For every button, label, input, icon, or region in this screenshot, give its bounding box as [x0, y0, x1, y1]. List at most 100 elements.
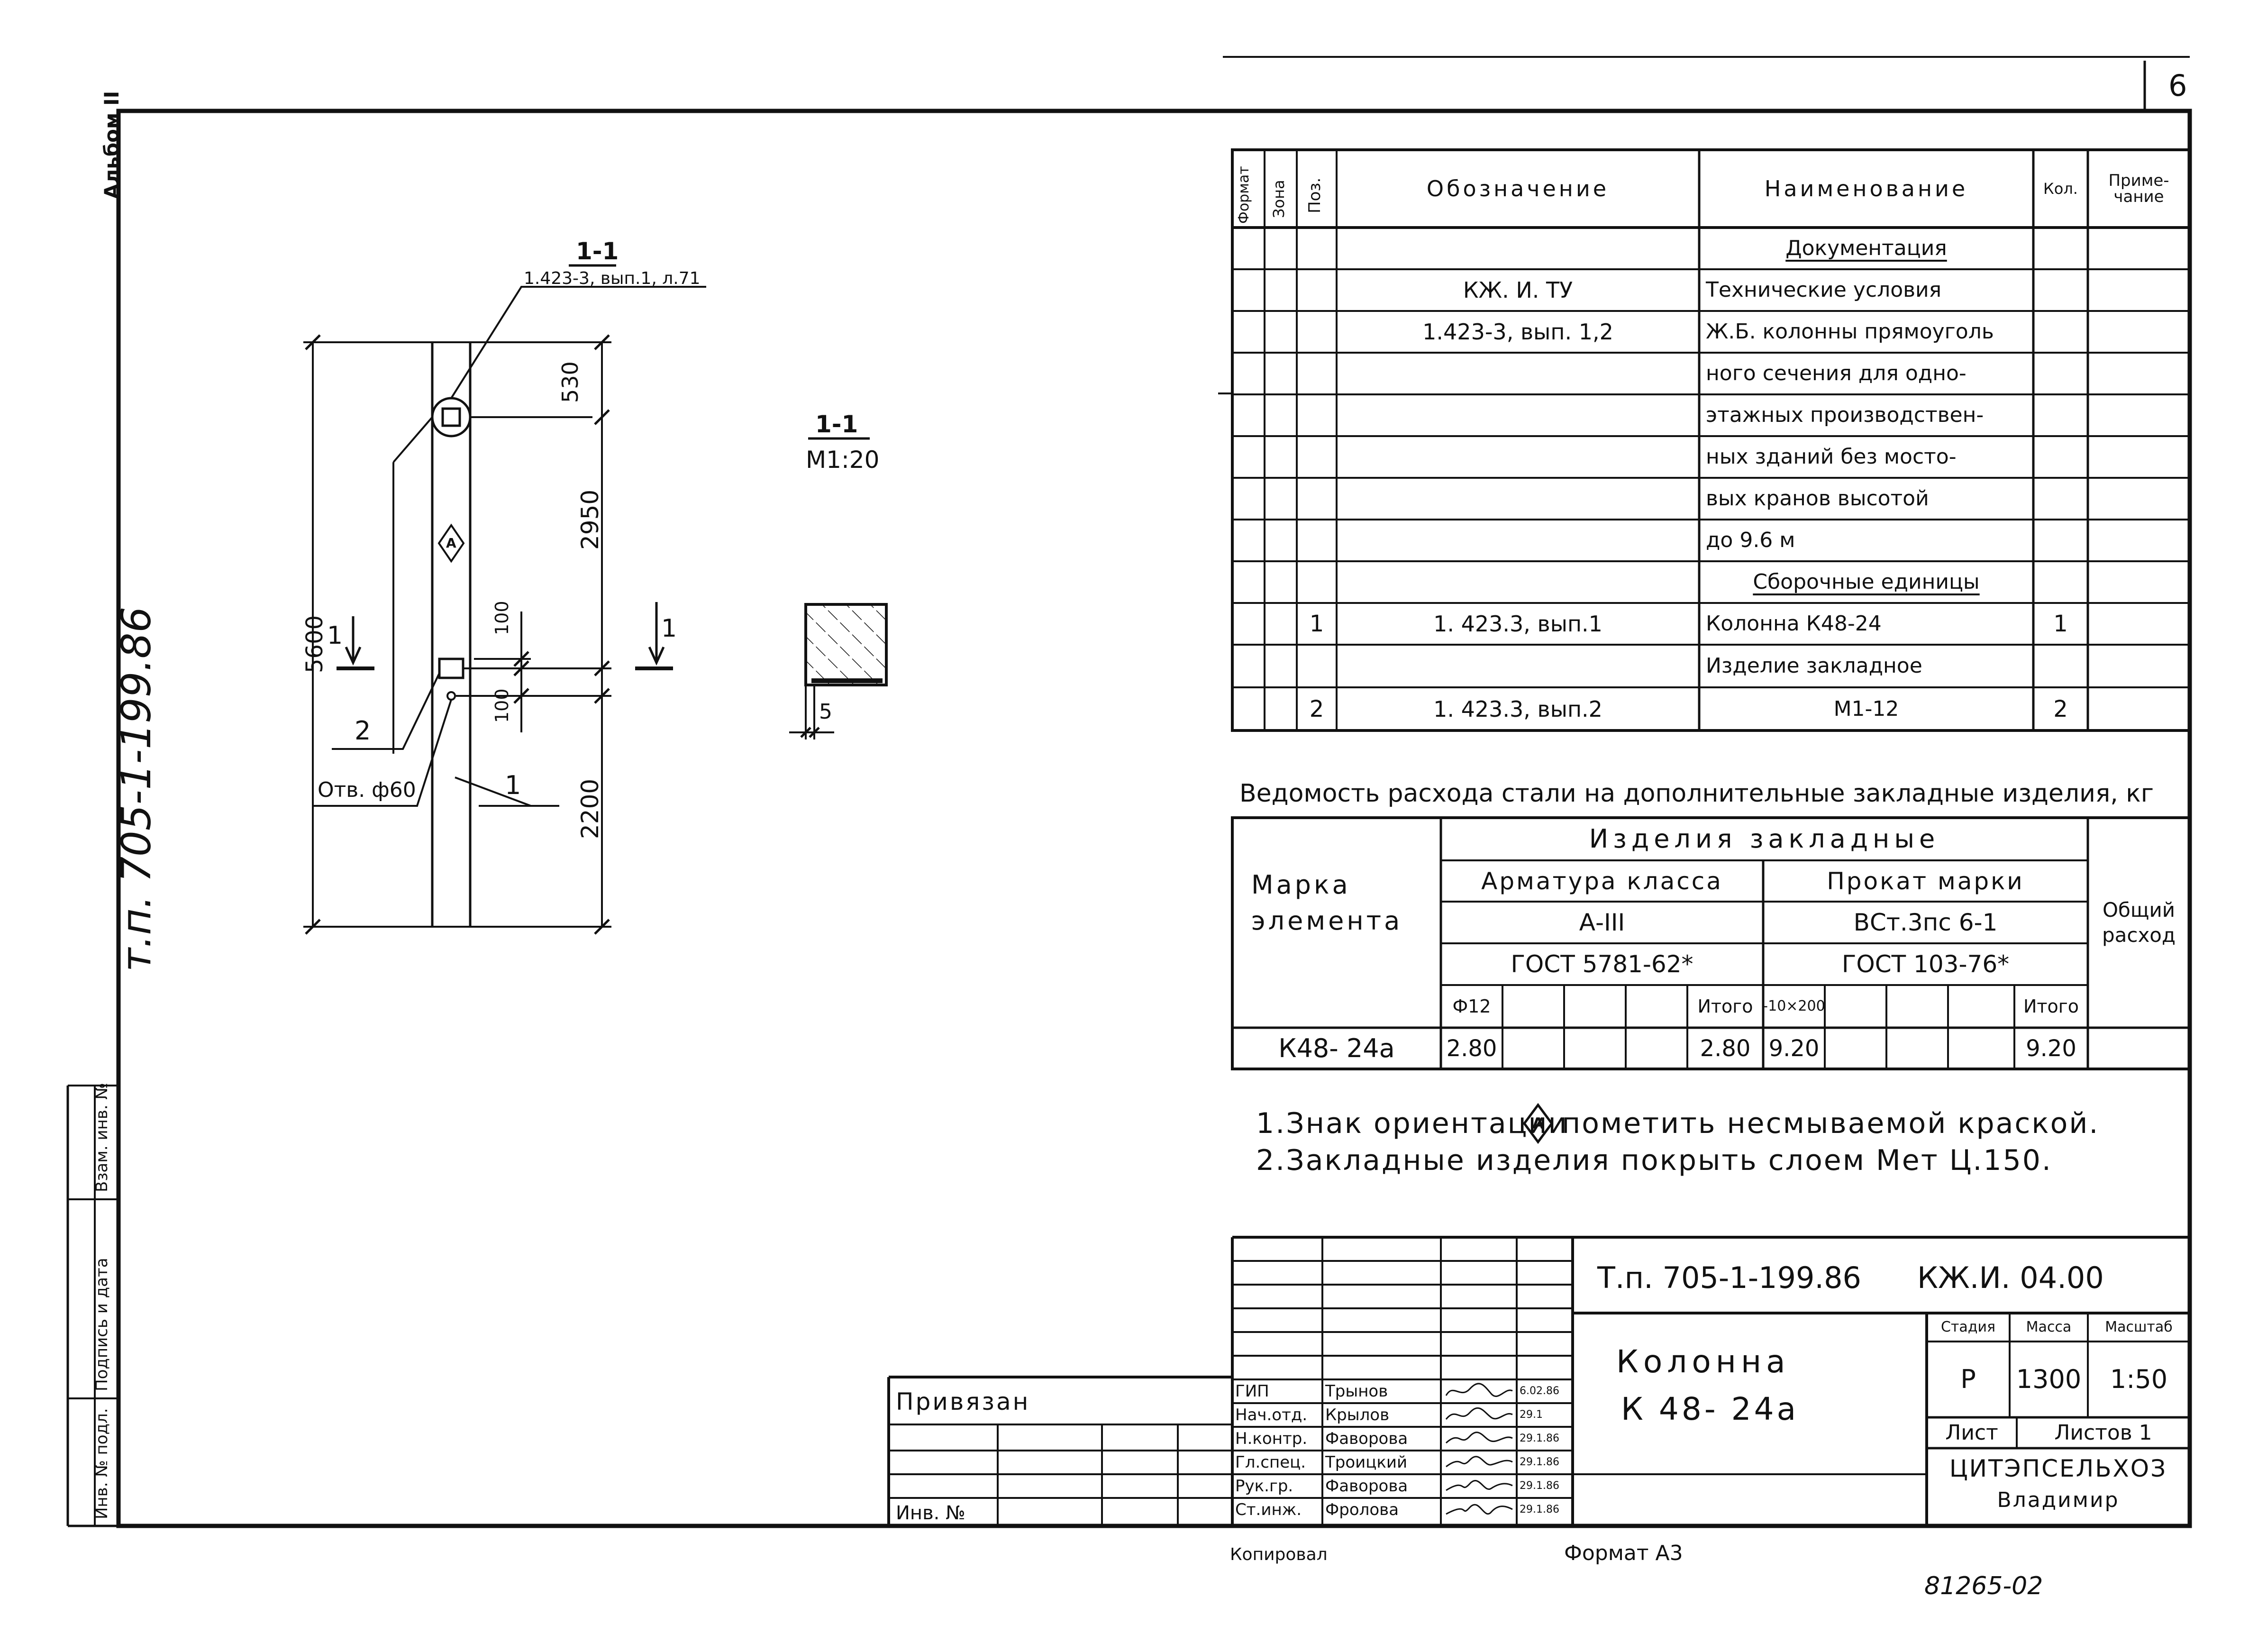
rebar-gost: ГОСТ 5781-62*: [1511, 950, 1693, 978]
rolled-sub-header: [1825, 985, 1886, 1028]
spec-row-name: Технические условия: [1706, 278, 1942, 302]
spec-row-designation: 1. 423.3, вып.1: [1433, 611, 1602, 637]
signature-icon: [1445, 1432, 1513, 1444]
rebar-sub-header: Итого: [1697, 996, 1753, 1017]
rebar-sub-header: [1564, 985, 1626, 1028]
spec-row-qty: [2033, 353, 2088, 394]
inv-label: Инв. №: [896, 1502, 965, 1524]
item-name-1: Колонна: [1616, 1343, 1790, 1380]
bound-label: Привязан: [896, 1388, 1030, 1415]
spec-row-designation: [1337, 645, 1699, 687]
spec-row-qty: [2033, 269, 2088, 311]
steel-mark-header: Марка элемента: [1251, 870, 1403, 936]
signer-role: Гл.спец.: [1235, 1453, 1306, 1472]
rolled-value: 9.20: [1768, 1035, 1820, 1062]
spec-row-name: ного сечения для одно-: [1706, 361, 1967, 385]
signer-role: Нач.отд.: [1235, 1406, 1308, 1424]
sheet-label: Лист: [1945, 1420, 1998, 1445]
signer-name: Фаворова: [1325, 1477, 1408, 1496]
spec-row-pos: [1297, 645, 1337, 687]
rolled-value: [1948, 1028, 2014, 1069]
dim-mid: 2950: [576, 489, 604, 550]
spec-row-name: вых кранов высотой: [1706, 486, 1929, 511]
spec-row-name: до 9.6 м: [1706, 528, 1795, 552]
rebar-class: А-III: [1579, 909, 1625, 936]
signer-name: Фролова: [1325, 1500, 1399, 1519]
spec-row-name: М1-12: [1833, 696, 1899, 721]
position-label-1: 1: [505, 770, 521, 800]
spec-row-pos: [1297, 228, 1337, 269]
steel-group-header: Изделия закладные: [1589, 824, 1940, 854]
stamp-signature-date: Подпись и дата: [92, 1258, 111, 1391]
rolled-sub-header: [1948, 985, 2014, 1028]
note-1-suffix: пометить несмываемой краской.: [1562, 1107, 2100, 1140]
spec-row-designation: [1337, 436, 1699, 478]
spec-row-designation: [1337, 394, 1699, 436]
spec-row-qty: [2033, 436, 2088, 478]
item-name-2: К 48- 24а: [1621, 1391, 1799, 1427]
spec-row-name: этажных производствен-: [1706, 403, 1984, 427]
spec-row-qty: 2: [2053, 695, 2068, 722]
stamp-inv-podl: Инв. № подл.: [92, 1408, 111, 1519]
copied-label: Копировал: [1230, 1545, 1328, 1564]
rolled-sub-header: Итого: [2023, 996, 2079, 1017]
spec-row-qty: [2033, 645, 2088, 687]
spec-row-qty: [2033, 228, 2088, 269]
spec-row-pos: [1297, 353, 1337, 394]
signature-icon: [1446, 1456, 1513, 1468]
section-ref-title: 1-1: [576, 237, 619, 265]
spec-row-pos: 2: [1309, 695, 1324, 722]
doc-code: КЖ.И. 04.00: [1917, 1260, 2104, 1295]
orientation-mark: A: [446, 535, 456, 551]
total-value: [2088, 1028, 2190, 1069]
rebar-header: Арматура класса: [1481, 867, 1723, 895]
signature-icon: [1445, 1407, 1513, 1420]
signer-date: 6.02.86: [1520, 1385, 1559, 1397]
spec-row-designation: 1. 423.3, вып.2: [1433, 696, 1602, 722]
spec-row-pos: [1297, 269, 1337, 311]
rebar-value: [1626, 1028, 1687, 1069]
rolled-value: [1825, 1028, 1886, 1069]
signer-role: Н.контр.: [1235, 1429, 1308, 1448]
stage-value: Р: [1960, 1364, 1976, 1394]
signer-name: Крылов: [1325, 1406, 1390, 1424]
spec-row-qty: [2033, 311, 2088, 353]
rebar-sub-header: [1502, 985, 1564, 1028]
signer-role: Рук.гр.: [1235, 1477, 1293, 1496]
signer-date: 29.1.86: [1520, 1433, 1559, 1444]
svg-text:A: A: [1532, 1114, 1544, 1132]
rolled-value: 9.20: [2026, 1035, 2076, 1062]
section-view-scale: М1:20: [806, 446, 880, 474]
org-name: ЦИТЭПСЕЛЬХОЗ: [1949, 1454, 2167, 1482]
scale-value: 1:50: [2110, 1364, 2168, 1394]
signature-icon: [1446, 1504, 1513, 1515]
signer-date: 29.1.86: [1520, 1456, 1559, 1468]
header-qty: Кол.: [2043, 180, 2078, 198]
rebar-value: 2.80: [1446, 1035, 1497, 1062]
spec-row-name: Изделие закладное: [1706, 654, 1922, 678]
cut-label-left: 1: [327, 621, 343, 650]
signer-date: 29.1: [1520, 1409, 1543, 1421]
spec-row-name: Ж.Б. колонны прямоуголь: [1706, 319, 1994, 344]
scale-header: Масштаб: [2105, 1319, 2173, 1335]
header-format: Формат: [1236, 166, 1252, 224]
spec-row-pos: [1297, 394, 1337, 436]
format-label: Формат А3: [1564, 1541, 1683, 1565]
header-designation: Обозначение: [1426, 176, 1610, 201]
spec-row-name: Документация: [1785, 236, 1947, 260]
section-view-dim: 5: [819, 700, 832, 724]
signature-icon: [1445, 1383, 1513, 1397]
spec-row-pos: 1: [1309, 611, 1324, 637]
signer-date: 29.1.86: [1520, 1480, 1559, 1492]
rebar-value: [1564, 1028, 1626, 1069]
dim-small-1: 100: [492, 601, 512, 635]
header-pos: Поз.: [1305, 177, 1324, 213]
rolled-sub-header: [1886, 985, 1948, 1028]
archive-number: 81265-02: [1924, 1572, 2043, 1600]
spec-row-designation: [1337, 228, 1699, 269]
cut-label-right: 1: [661, 614, 677, 643]
rolled-value: [1886, 1028, 1948, 1069]
signature-icon: [1446, 1480, 1513, 1491]
album-label: Альбом II: [100, 91, 123, 199]
hole-label: Отв. ф60: [318, 778, 416, 802]
